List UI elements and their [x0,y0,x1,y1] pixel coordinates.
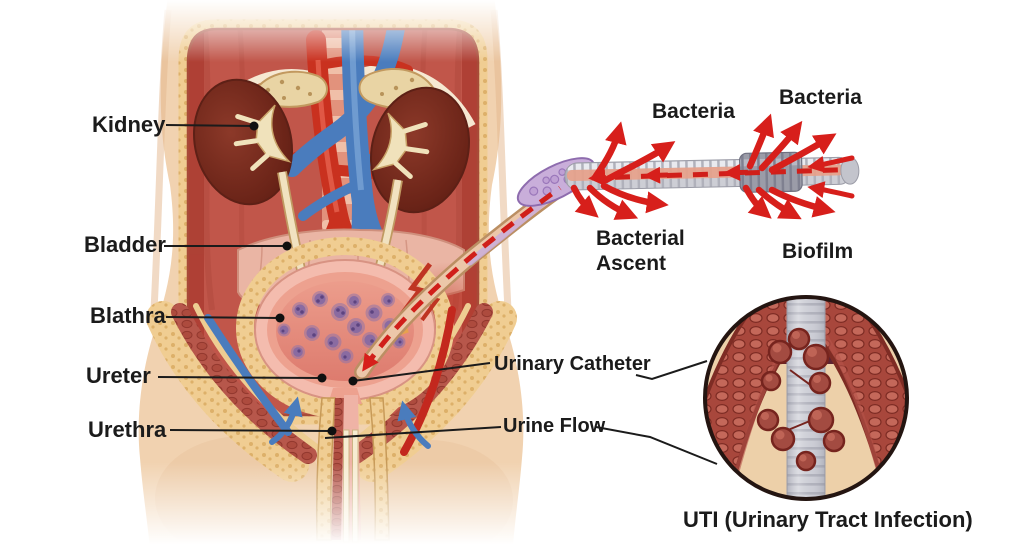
label-bacteria-right: Bacteria [779,86,862,109]
label-kidney: Kidney [92,112,166,137]
label-bladder: Bladder [84,232,166,257]
label-ureter: Ureter [86,363,151,388]
bacteria-arrows [570,113,855,220]
top-fade [100,0,530,62]
callout-lines [157,124,718,465]
kidney-left [192,78,294,206]
uti-inset-circle [703,295,909,501]
callout-dots [249,121,358,436]
label-bacterial-ascent: Bacterial Ascent [596,227,685,276]
label-blathra: Blathra [90,303,166,328]
biofilm-colonies [756,327,846,472]
label-uti-caption: UTI (Urinary Tract Infection) [683,507,973,532]
bacterial-ascent-dashed-line [362,185,562,372]
label-urinary-catheter: Urinary Catheter [494,353,651,375]
label-bacteria-top: Bacteria [652,100,735,123]
label-urethra: Urethra [88,417,167,442]
label-urine-flow: Urine Flow [503,415,606,437]
label-biofilm: Biofilm [782,240,854,263]
bottom-fade [100,462,540,559]
